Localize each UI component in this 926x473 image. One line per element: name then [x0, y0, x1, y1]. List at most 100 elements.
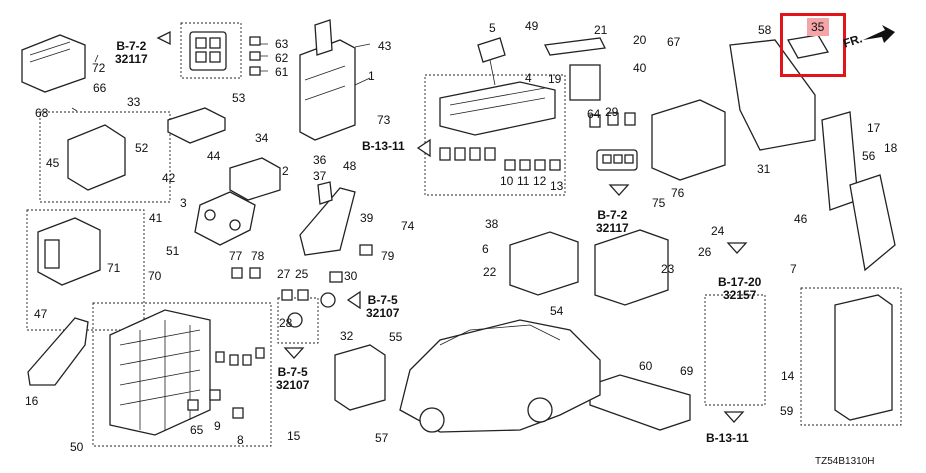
group-box-70 [26, 209, 145, 331]
callout-44[interactable]: 44 [207, 149, 221, 163]
callout-6[interactable]: 6 [482, 242, 489, 256]
ref-label-3[interactable]: B-7-2 32117 [596, 209, 629, 235]
callout-77[interactable]: 77 [229, 249, 243, 263]
callout-41[interactable]: 41 [149, 211, 163, 225]
callout-14[interactable]: 14 [781, 369, 795, 383]
callout-70[interactable]: 70 [148, 269, 162, 283]
callout-15[interactable]: 15 [287, 429, 301, 443]
part-22-shape [509, 231, 579, 296]
part-25-shape [297, 289, 309, 301]
callout-49[interactable]: 49 [525, 19, 539, 33]
callout-52[interactable]: 52 [135, 141, 149, 155]
callout-57[interactable]: 57 [375, 431, 389, 445]
callout-31[interactable]: 31 [757, 162, 771, 176]
part-31-shape [651, 99, 726, 181]
part-12-lower-shape [242, 354, 252, 366]
callout-72[interactable]: 72 [92, 61, 106, 75]
callout-58[interactable]: 58 [758, 23, 772, 37]
callout-62[interactable]: 62 [275, 51, 289, 65]
ref-label-2[interactable]: B-13-11 [362, 140, 405, 153]
callout-29[interactable]: 29 [605, 105, 619, 119]
callout-46[interactable]: 46 [794, 212, 808, 226]
callout-50[interactable]: 50 [70, 440, 84, 454]
part-62-shape [249, 51, 261, 61]
callout-35[interactable]: 35 [811, 20, 825, 34]
ref-label-5[interactable]: B-7-5 32107 [366, 294, 399, 320]
group-box-connectors [180, 22, 242, 79]
callout-45[interactable]: 45 [46, 156, 60, 170]
part-64-shape [589, 114, 601, 128]
callout-5[interactable]: 5 [489, 21, 496, 35]
callout-32[interactable]: 32 [340, 329, 354, 343]
callout-63[interactable]: 63 [275, 37, 289, 51]
callout-8[interactable]: 8 [237, 433, 244, 447]
callout-27[interactable]: 27 [277, 267, 291, 281]
callout-69[interactable]: 69 [680, 364, 694, 378]
callout-24[interactable]: 24 [711, 224, 725, 238]
callout-54[interactable]: 54 [550, 304, 564, 318]
ref-label-6-section: B-7-5 [277, 365, 308, 379]
callout-19[interactable]: 19 [548, 72, 562, 86]
callout-66[interactable]: 66 [93, 81, 107, 95]
ref-label-6[interactable]: B-7-5 32107 [276, 366, 309, 392]
callout-59[interactable]: 59 [780, 404, 794, 418]
callout-7[interactable]: 7 [790, 262, 797, 276]
callout-23[interactable]: 23 [661, 262, 675, 276]
callout-36[interactable]: 36 [313, 153, 327, 167]
callout-34[interactable]: 34 [255, 131, 269, 145]
callout-22[interactable]: 22 [483, 265, 497, 279]
callout-10[interactable]: 10 [500, 174, 514, 188]
callout-39[interactable]: 39 [360, 211, 374, 225]
part-5-shape [477, 37, 506, 86]
ref-arrow-b72-left [156, 30, 171, 46]
callout-38[interactable]: 38 [485, 217, 499, 231]
callout-26[interactable]: 26 [698, 245, 712, 259]
callout-56[interactable]: 56 [862, 149, 876, 163]
callout-76[interactable]: 76 [671, 186, 685, 200]
callout-43[interactable]: 43 [378, 39, 392, 53]
callout-37[interactable]: 37 [313, 169, 327, 183]
ref-label-1-part: 32117 [115, 52, 148, 66]
callout-40[interactable]: 40 [633, 61, 647, 75]
callout-73[interactable]: 73 [377, 113, 391, 127]
callout-68[interactable]: 68 [35, 106, 49, 120]
callout-61[interactable]: 61 [275, 65, 289, 79]
callout-17[interactable]: 17 [867, 121, 881, 135]
callout-51[interactable]: 51 [166, 244, 180, 258]
callout-65[interactable]: 65 [190, 423, 204, 437]
callout-64[interactable]: 64 [587, 107, 601, 121]
callout-74[interactable]: 74 [401, 219, 415, 233]
callout-67[interactable]: 67 [667, 35, 681, 49]
ref-label-1[interactable]: B-7-2 32117 [115, 40, 148, 66]
callout-20[interactable]: 20 [633, 33, 647, 47]
callout-2[interactable]: 2 [282, 164, 289, 178]
connector-block [189, 31, 227, 71]
callout-18[interactable]: 18 [884, 141, 898, 155]
ref-label-4[interactable]: B-17-20 32157 [718, 276, 761, 302]
callout-30[interactable]: 30 [344, 269, 358, 283]
callout-55[interactable]: 55 [389, 330, 403, 344]
callout-33[interactable]: 33 [127, 95, 141, 109]
callout-9[interactable]: 9 [214, 419, 221, 433]
callout-28[interactable]: 28 [279, 316, 293, 330]
callout-75[interactable]: 75 [652, 196, 666, 210]
part-11-lower-shape [229, 354, 239, 366]
ref-label-7[interactable]: B-13-11 [706, 432, 749, 445]
callout-16[interactable]: 16 [25, 394, 39, 408]
callout-12[interactable]: 12 [533, 174, 547, 188]
callout-42[interactable]: 42 [162, 171, 176, 185]
callout-3[interactable]: 3 [180, 196, 187, 210]
callout-1[interactable]: 1 [368, 69, 375, 83]
callout-79[interactable]: 79 [381, 249, 395, 263]
callout-13[interactable]: 13 [550, 179, 564, 193]
callout-71[interactable]: 71 [107, 261, 121, 275]
callout-11[interactable]: 11 [517, 174, 530, 188]
callout-47[interactable]: 47 [34, 307, 48, 321]
callout-48[interactable]: 48 [343, 159, 357, 173]
callout-78[interactable]: 78 [251, 249, 265, 263]
callout-4[interactable]: 4 [525, 71, 532, 85]
callout-25[interactable]: 25 [295, 267, 309, 281]
callout-60[interactable]: 60 [639, 359, 653, 373]
callout-53[interactable]: 53 [232, 91, 246, 105]
callout-21[interactable]: 21 [594, 23, 608, 37]
